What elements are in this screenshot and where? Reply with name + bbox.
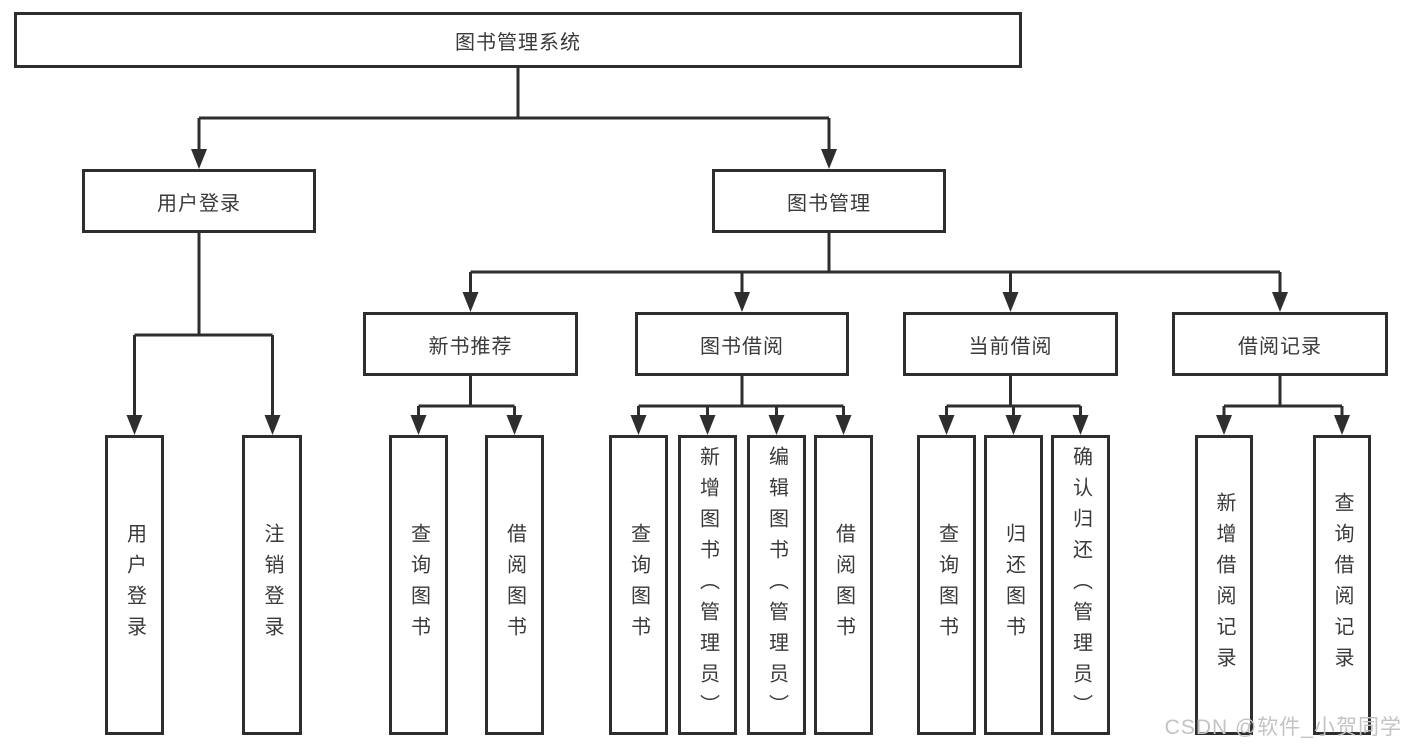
leaf-borrow-books-recommend: 借阅图书 <box>485 435 544 735</box>
edge-records-to-leaves <box>1222 376 1344 417</box>
leaf-query-borrow-record-label: 查询借阅记录 <box>1331 492 1353 678</box>
leaf-add-borrow-record-label: 新增借阅记录 <box>1213 492 1235 678</box>
leaf-add-borrow-record: 新增借阅记录 <box>1195 435 1253 735</box>
leaf-query-borrow-record: 查询借阅记录 <box>1313 435 1371 735</box>
node-root: 图书管理系统 <box>14 12 1022 68</box>
node-root-label: 图书管理系统 <box>455 31 581 54</box>
leaf-edit-book-admin: 编辑图书（管理员） <box>747 435 806 735</box>
edge-root-to-level2 <box>197 68 831 151</box>
leaf-borrow-books-label: 借阅图书 <box>832 523 855 647</box>
leaf-query-books-current-label: 查询图书 <box>935 523 958 647</box>
leaf-query-books-borrowing: 查询图书 <box>609 435 668 735</box>
leaf-query-books-borrowing-label: 查询图书 <box>627 523 650 647</box>
leaf-logout: 注销登录 <box>242 435 302 735</box>
leaf-confirm-return-admin-label: 确认归还（管理员） <box>1069 445 1092 725</box>
edge-newbook-to-leaves <box>417 376 516 417</box>
node-book-management: 图书管理 <box>712 169 946 233</box>
node-book-management-label: 图书管理 <box>787 192 871 215</box>
edge-currentborrow-to-leaves <box>945 376 1082 417</box>
leaf-borrow-books: 借阅图书 <box>814 435 873 735</box>
edge-userlogin-to-leaves <box>133 233 274 417</box>
leaf-return-books-label: 归还图书 <box>1002 523 1025 647</box>
csdn-watermark: CSDN @软件_小贺同学 <box>1164 716 1402 739</box>
leaf-query-books-recommend-label: 查询图书 <box>407 523 430 647</box>
edge-bookborrow-to-leaves <box>637 376 845 417</box>
node-book-borrowing-label: 图书借阅 <box>700 335 784 358</box>
arrowheads <box>126 149 1350 435</box>
node-book-borrowing: 图书借阅 <box>635 312 849 376</box>
leaf-return-books: 归还图书 <box>984 435 1043 735</box>
node-user-login-label: 用户登录 <box>157 192 241 215</box>
leaf-user-login: 用户登录 <box>105 435 164 735</box>
node-current-borrowing: 当前借阅 <box>903 312 1118 376</box>
leaf-confirm-return-admin: 确认归还（管理员） <box>1051 435 1110 735</box>
node-borrowing-records: 借阅记录 <box>1172 312 1388 376</box>
leaf-logout-label: 注销登录 <box>261 523 283 647</box>
leaf-add-book-admin: 新增图书（管理员） <box>678 435 737 735</box>
leaf-add-book-admin-label: 新增图书（管理员） <box>696 445 719 725</box>
node-new-book-recommend-label: 新书推荐 <box>428 335 513 358</box>
leaf-borrow-books-recommend-label: 借阅图书 <box>503 523 526 647</box>
leaf-query-books-recommend: 查询图书 <box>389 435 448 735</box>
edge-bookmgmt-to-level3 <box>469 233 1282 294</box>
node-new-book-recommend: 新书推荐 <box>363 312 578 376</box>
leaf-query-books-current: 查询图书 <box>917 435 976 735</box>
node-current-borrowing-label: 当前借阅 <box>968 335 1053 358</box>
node-borrowing-records-label: 借阅记录 <box>1238 335 1322 358</box>
node-user-login: 用户登录 <box>82 169 316 233</box>
leaf-user-login-label: 用户登录 <box>123 523 146 647</box>
leaf-edit-book-admin-label: 编辑图书（管理员） <box>765 445 788 725</box>
